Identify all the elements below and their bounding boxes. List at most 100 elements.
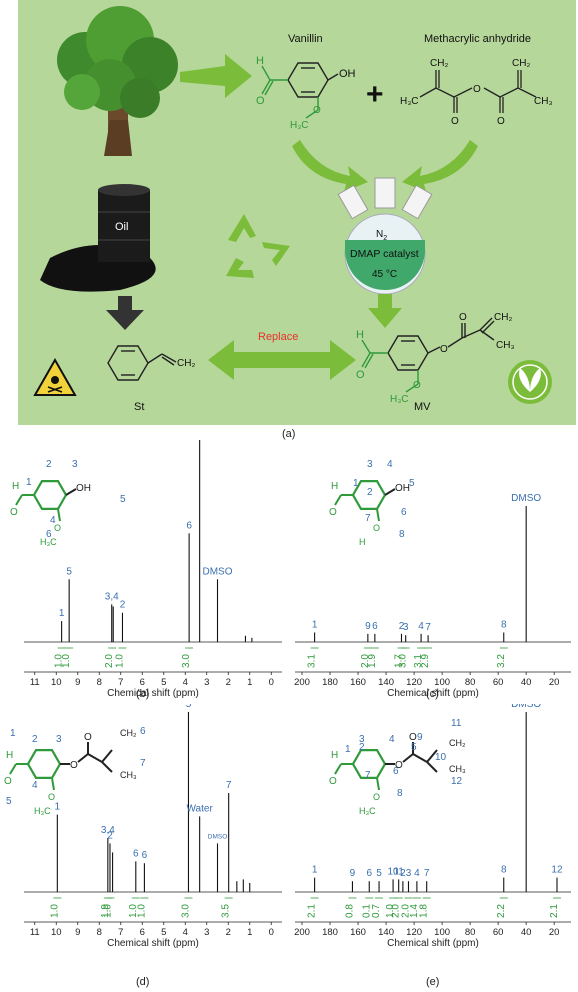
atom-number-label: 3 (359, 734, 365, 745)
vanillin-o: O (256, 95, 265, 107)
x-tick-label: 20 (549, 927, 560, 938)
anhydride-o2: O (497, 116, 505, 127)
x-tick-label: 60 (493, 677, 504, 688)
nitrogen-label: N2 (376, 229, 387, 242)
peak-label: 9 (365, 621, 371, 632)
mv-label: MV (414, 401, 431, 413)
peak-label: 7 (226, 780, 232, 791)
nmr-spectrum-b: 153,426WaterDMSO1.01.02.01.03.0111098765… (10, 440, 282, 699)
x-tick-label: 10 (51, 677, 62, 688)
styrene-structure (107, 345, 177, 381)
vanillin-structure (261, 62, 339, 119)
x-axis-label: Chemical shift (ppm) (107, 688, 199, 699)
anhydride-ch2-right: CH₂ (512, 58, 530, 69)
integral-value: 1.0 (102, 904, 113, 918)
atom-number-label: 8 (399, 529, 405, 540)
peak-label: 4 (418, 621, 424, 632)
plus-sign: + (366, 78, 384, 111)
methoxy-o: O (48, 792, 55, 802)
vanillin-label: Vanillin (288, 33, 323, 45)
mv-h: H (356, 329, 364, 341)
methacrylate-ch2: CH₂ (120, 728, 137, 738)
mv-ester-o: O (440, 344, 448, 355)
bond (426, 761, 438, 773)
panel-label-a: (a) (282, 428, 296, 440)
bond (15, 494, 23, 506)
x-tick-label: 140 (378, 677, 394, 688)
x-tick-label: 100 (434, 927, 450, 938)
atom-number-label: 2 (46, 459, 52, 470)
panel-label-c: (c) (426, 688, 439, 700)
methoxy-ch3: H₃C (40, 537, 57, 547)
hydroxyl: OH (395, 483, 410, 494)
x-tick-label: 160 (350, 927, 366, 938)
peak-label: 2 (400, 868, 406, 879)
integral-value: 3.2 (496, 654, 507, 668)
peak-label: 3,4 (101, 825, 115, 836)
x-tick-label: 9 (75, 677, 80, 688)
atom-number-label: 9 (417, 732, 423, 743)
vanillin-methyl: H₃C (290, 120, 309, 131)
x-tick-label: 200 (294, 677, 310, 688)
bond (101, 749, 113, 763)
x-tick-label: 6 (140, 927, 145, 938)
atom-number-label: 7 (140, 758, 146, 769)
anhydride-o1: O (451, 116, 459, 127)
integral-value: 1.0 (54, 654, 65, 668)
x-tick-label: 5 (161, 677, 166, 688)
x-axis-label: Chemical shift (ppm) (387, 938, 479, 949)
aldehyde-h: H (331, 481, 338, 492)
x-tick-label: 80 (465, 677, 476, 688)
peak-label: 6 (366, 868, 372, 879)
methoxy-ch3: H (359, 537, 366, 547)
peak-label: 4 (414, 868, 420, 879)
x-tick-label: 180 (322, 927, 338, 938)
peak-label: 6 (142, 850, 148, 861)
benzene-ring (26, 748, 62, 780)
integral-value: 3.1 (413, 654, 424, 668)
recycle-icon (226, 214, 290, 278)
methacrylic-anhydride-label: Methacrylic anhydride (424, 33, 531, 45)
bond (426, 749, 438, 763)
peak-label: 6 (186, 520, 192, 531)
atom-number-label: 11 (451, 718, 462, 729)
oil-label: Oil (115, 221, 128, 233)
peak-label: 5 (376, 868, 382, 879)
atom-number-label: 4 (389, 734, 395, 745)
atom-number-label: 6 (46, 529, 52, 540)
x-tick-label: 11 (30, 677, 40, 688)
catalyst-label: DMAP catalyst (350, 248, 419, 260)
methoxy-o: O (373, 523, 380, 533)
anhydride-bridge-o: O (473, 84, 481, 95)
aldehyde-o: O (329, 776, 337, 787)
bond (9, 763, 17, 775)
bond (101, 761, 113, 773)
mv-ch2: CH₂ (494, 312, 512, 323)
atom-number-label: 8 (397, 788, 403, 799)
atom-number-label: 7 (365, 770, 371, 781)
bond (384, 488, 396, 496)
peak-label: 3 (403, 622, 409, 633)
integral-value: 3.0 (180, 904, 191, 918)
atom-number-label: 2 (359, 742, 365, 753)
mv-ch3: CH₃ (496, 340, 515, 351)
integral-value: 1.0 (136, 904, 147, 918)
methoxy-ch3: H₃C (34, 806, 51, 816)
integral-value: 1.7 (393, 654, 404, 668)
methoxy-o: O (54, 523, 61, 533)
vanillin-to-flask-arrow (292, 140, 368, 192)
peak-label: 9 (350, 868, 356, 879)
methoxy-ch3: H₃C (359, 806, 376, 816)
x-tick-label: 140 (378, 927, 394, 938)
integral-value: 1.0 (385, 904, 396, 918)
temperature-label: 45 °C (372, 269, 397, 280)
x-tick-label: 1 (247, 677, 252, 688)
peak-label: 1 (312, 619, 318, 630)
integral-value: 1.0 (114, 654, 125, 668)
integral-value: 2.9 (420, 654, 431, 668)
atom-number-label: 12 (451, 776, 463, 787)
atom-number-label: 6 (140, 726, 146, 737)
integral-value: 2.1 (307, 904, 318, 918)
x-tick-label: 120 (406, 927, 422, 938)
